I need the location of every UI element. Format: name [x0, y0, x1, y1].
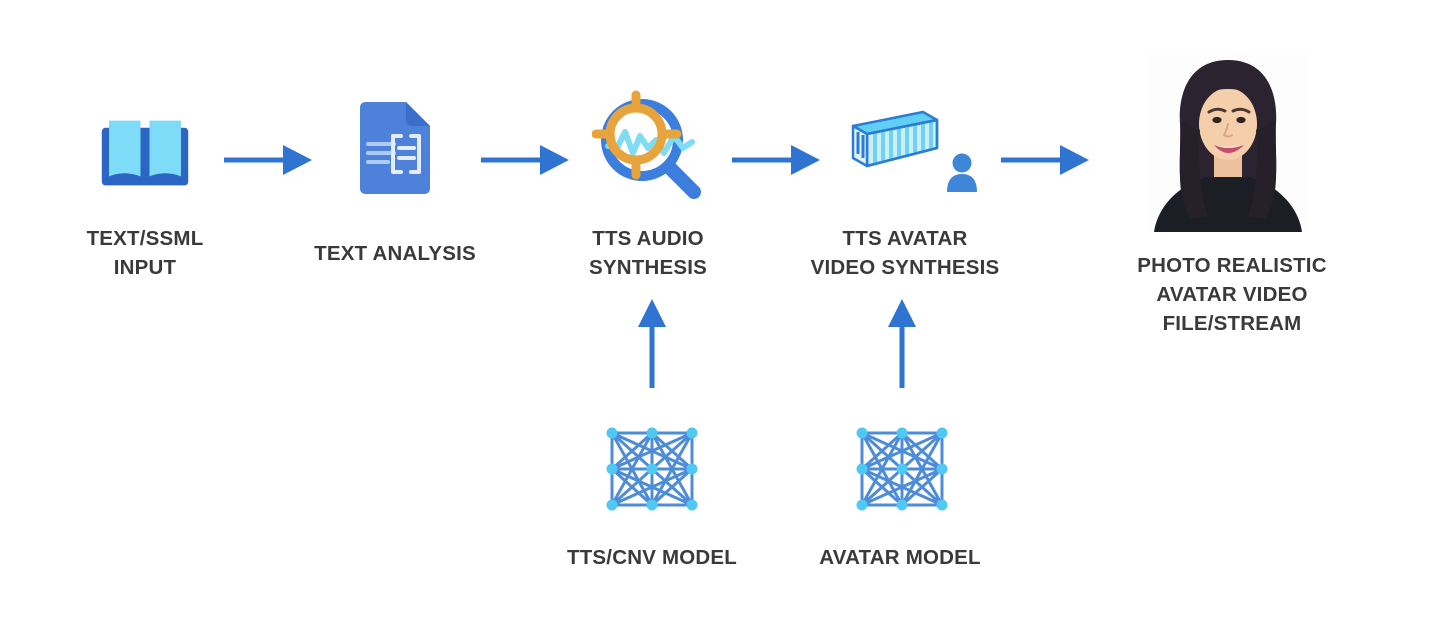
model-label-avatar: AVATAR MODEL — [798, 543, 1002, 572]
label-line: VIDEO SYNTHESIS — [810, 256, 1000, 279]
stage-label-text-ssml-input: TEXT/SSML INPUT — [55, 224, 235, 282]
label-line: SYNTHESIS — [589, 256, 707, 279]
flow-arrow-right-icon — [1001, 145, 1089, 175]
woman-portrait-photo — [1148, 54, 1308, 232]
flow-arrow-up-icon — [888, 299, 916, 388]
label-line: AVATAR VIDEO — [1156, 283, 1308, 306]
label-line: PHOTO REALISTIC — [1137, 254, 1327, 277]
label-line: TEXT ANALYSIS — [314, 242, 476, 265]
open-book-icon — [101, 120, 189, 186]
label-line: TTS/CNV MODEL — [566, 546, 737, 569]
stage-label-text-analysis: TEXT ANALYSIS — [295, 239, 495, 268]
label-line: TEXT/SSML — [86, 227, 204, 250]
label-line: INPUT — [113, 256, 177, 279]
stage-label-tts-audio-synthesis: TTS AUDIO SYNTHESIS — [558, 224, 738, 282]
document-scan-icon — [360, 102, 430, 194]
flow-arrow-right-icon — [732, 145, 820, 175]
flow-arrow-up-icon — [638, 299, 666, 388]
label-line: FILE/STREAM — [1162, 312, 1302, 335]
container-person-icon — [851, 110, 977, 192]
flow-arrow-right-icon — [224, 145, 312, 175]
neural-network-icon — [856, 427, 948, 511]
audio-search-icon — [592, 90, 701, 199]
neural-network-icon — [606, 427, 698, 511]
label-line: TTS AUDIO — [592, 227, 704, 250]
model-label-tts-cnv: TTS/CNV MODEL — [550, 543, 754, 572]
stage-label-photo-realistic-output: PHOTO REALISTIC AVATAR VIDEO FILE/STREAM — [1117, 251, 1347, 338]
stage-label-tts-avatar-video-synthesis: TTS AVATAR VIDEO SYNTHESIS — [785, 224, 1025, 282]
label-line: TTS AVATAR — [842, 227, 968, 250]
label-line: AVATAR MODEL — [819, 546, 981, 569]
flow-arrow-right-icon — [481, 145, 569, 175]
